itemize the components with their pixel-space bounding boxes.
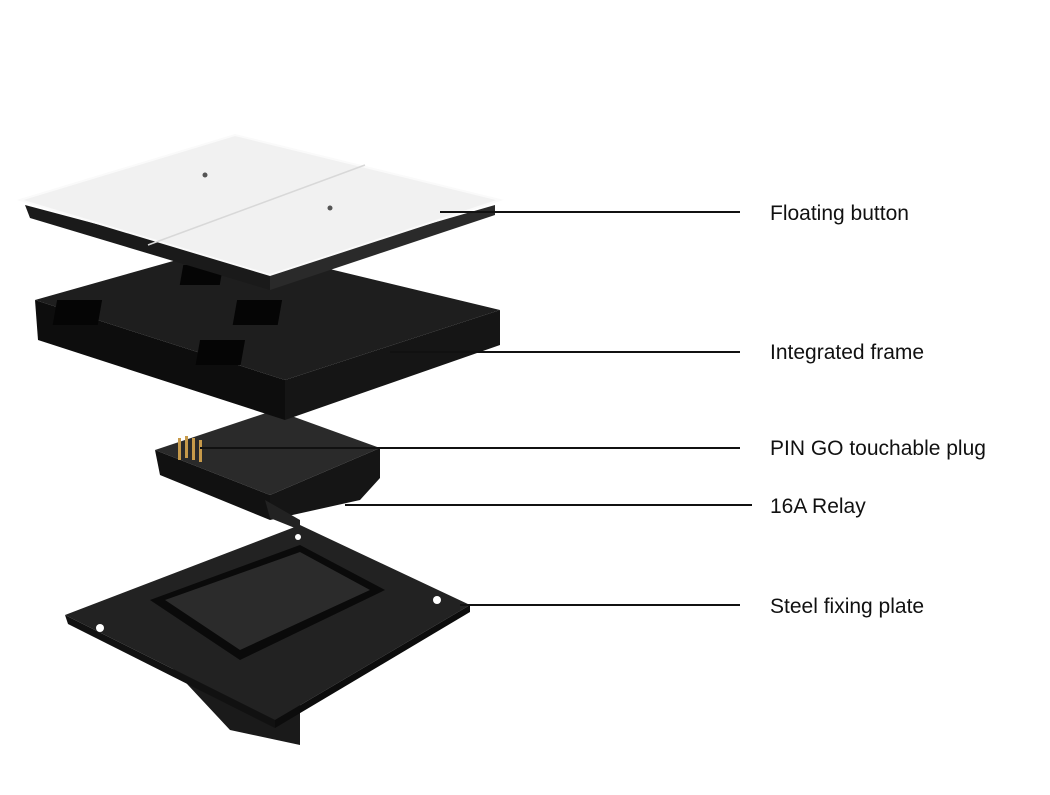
label-integrated-frame: Integrated frame (770, 341, 925, 364)
label-floating-button: Floating button (770, 202, 909, 225)
label-steel-plate: Steel fixing plate (770, 595, 925, 618)
floating-button (16, 133, 504, 290)
leader-lines (200, 211, 752, 606)
gold-pins-icon (178, 436, 202, 462)
integrated-frame (35, 245, 500, 420)
label-relay: 16A Relay (770, 495, 866, 518)
pin-go-relay-module (155, 410, 380, 530)
steel-fixing-plate (65, 525, 470, 745)
label-pin-go-plug: PIN GO touchable plug (770, 437, 986, 460)
